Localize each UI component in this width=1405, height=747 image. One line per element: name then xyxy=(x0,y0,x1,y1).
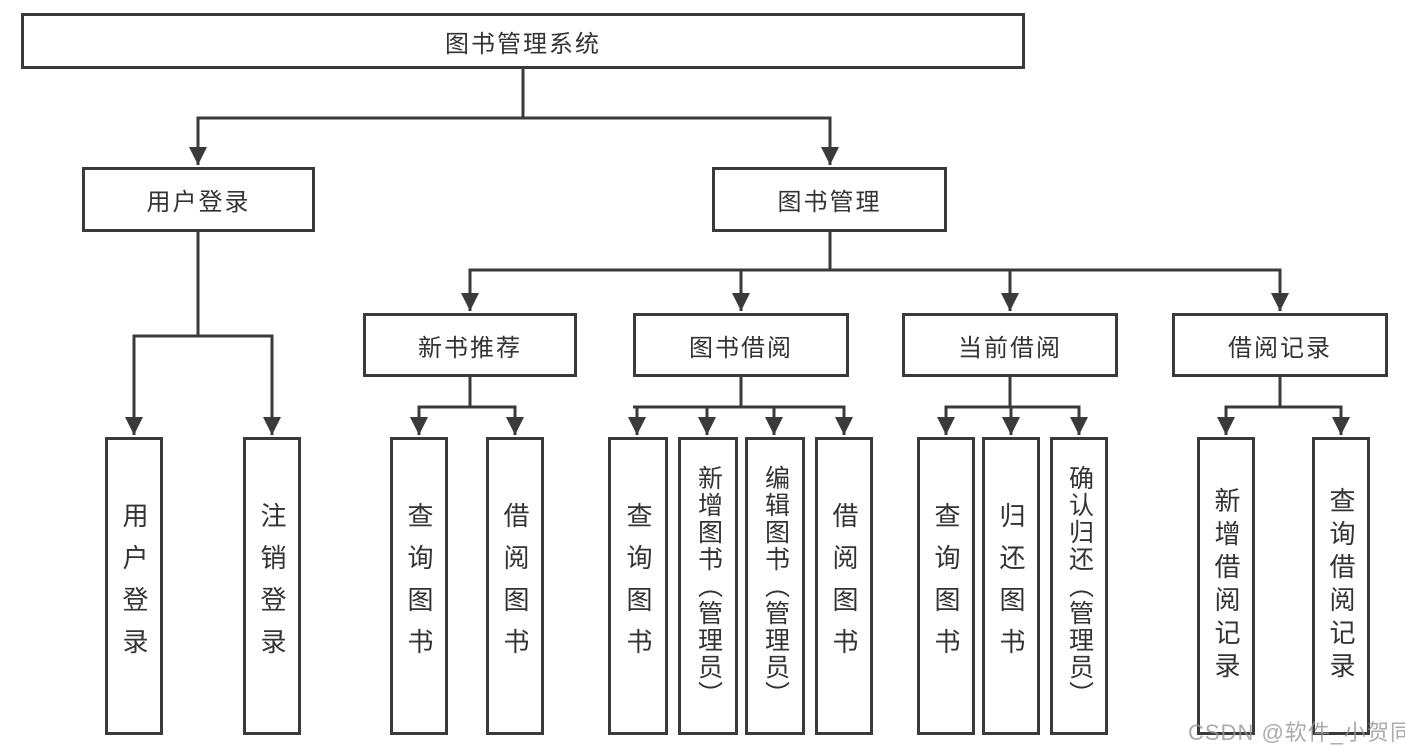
leaf-query-books-recommend: 查询图书 xyxy=(390,437,448,735)
node-borrow-records: 借阅记录 xyxy=(1172,313,1388,377)
leaf-label: 查询图书 xyxy=(404,502,434,670)
csdn-watermark: CSDN @软件_小贺同学 xyxy=(1188,720,1405,745)
leaf-label: 查询借阅记录 xyxy=(1326,487,1356,685)
node-book-borrow: 图书借阅 xyxy=(633,313,849,377)
leaf-logout: 注销登录 xyxy=(243,437,301,735)
leaf-edit-books-admin: 编辑图书（管理员） xyxy=(745,437,805,735)
leaf-query-borrow-record: 查询借阅记录 xyxy=(1312,437,1370,735)
node-user-login: 用户登录 xyxy=(82,167,315,232)
leaf-label: 借阅图书 xyxy=(500,502,530,670)
node-new-book-recommend: 新书推荐 xyxy=(363,313,577,377)
node-current-borrow: 当前借阅 xyxy=(902,313,1118,377)
leaf-label: 新增图书（管理员） xyxy=(694,464,723,708)
leaf-query-books-borrow: 查询图书 xyxy=(608,437,668,735)
leaf-label: 用户登录 xyxy=(119,502,149,670)
leaf-confirm-return-admin: 确认归还（管理员） xyxy=(1050,437,1108,735)
leaf-label: 查询图书 xyxy=(931,502,961,670)
leaf-borrow-books-recommend: 借阅图书 xyxy=(486,437,544,735)
leaf-borrow-books: 借阅图书 xyxy=(815,437,873,735)
leaf-label: 新增借阅记录 xyxy=(1211,487,1241,685)
leaf-add-borrow-record: 新增借阅记录 xyxy=(1197,437,1255,735)
node-root-library-system: 图书管理系统 xyxy=(21,13,1025,69)
node-book-management: 图书管理 xyxy=(712,167,947,232)
leaf-add-books-admin: 新增图书（管理员） xyxy=(678,437,738,735)
leaf-return-books: 归还图书 xyxy=(982,437,1040,735)
leaf-label: 注销登录 xyxy=(257,502,287,670)
leaf-label: 查询图书 xyxy=(623,502,653,670)
leaf-label: 编辑图书（管理员） xyxy=(761,464,790,708)
leaf-user-login: 用户登录 xyxy=(105,437,163,735)
leaf-label: 归还图书 xyxy=(996,502,1026,670)
leaf-label: 借阅图书 xyxy=(829,502,859,670)
leaf-label: 确认归还（管理员） xyxy=(1065,464,1094,708)
leaf-query-books-current: 查询图书 xyxy=(917,437,975,735)
